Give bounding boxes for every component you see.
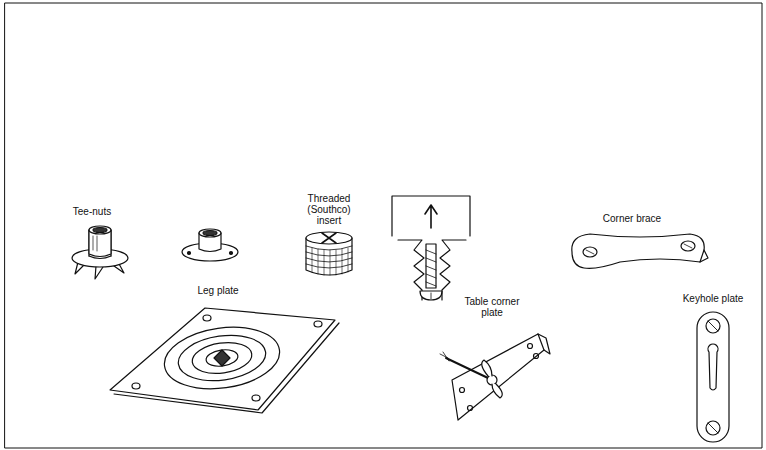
corner-brace-drawing xyxy=(572,234,708,268)
part-name: Threaded (Southco) insert xyxy=(300,193,358,226)
part-name: Keyhole plate xyxy=(668,293,758,304)
part-name: Corner brace xyxy=(587,213,677,224)
keyhole-plate-drawing xyxy=(697,312,729,442)
part-name: Tee-nuts xyxy=(52,206,132,217)
insert-installation-drawing xyxy=(392,196,470,300)
part-name: Leg plate xyxy=(178,285,258,296)
tee-nut-drawing xyxy=(182,229,238,261)
leg-plate-drawing xyxy=(110,308,339,413)
tee-nut-drawing xyxy=(72,226,128,279)
table-corner-plate-drawing xyxy=(440,334,550,420)
part-name: Table corner plate xyxy=(460,296,524,318)
threaded-insert-drawing xyxy=(306,232,352,275)
frame-border xyxy=(5,3,762,448)
